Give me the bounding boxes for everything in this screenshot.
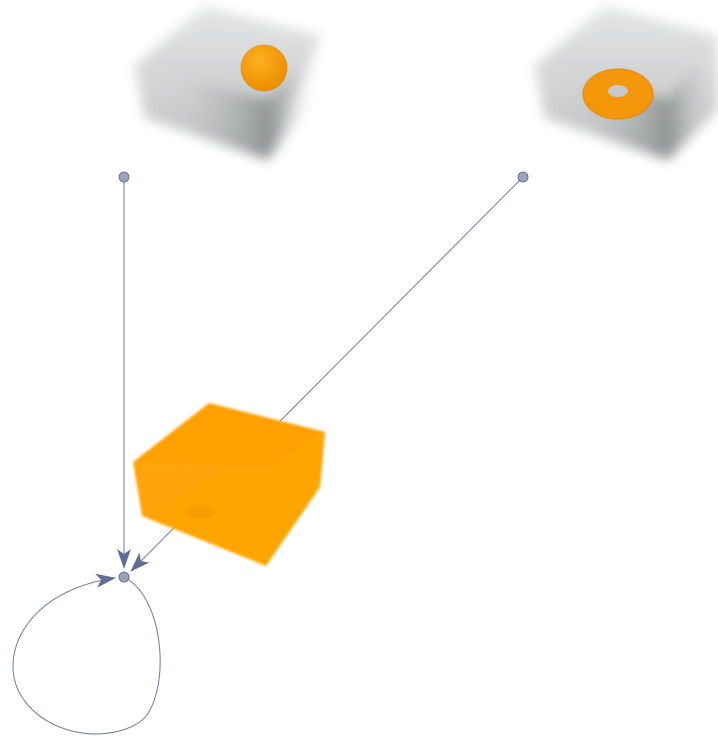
vertex-n2[interactable] — [517, 171, 529, 183]
edge-n3-self-loop[interactable] — [12, 573, 161, 735]
node-n2-image — [535, 6, 718, 160]
node-n3-image — [133, 403, 325, 566]
sphere-shape — [240, 44, 288, 92]
vertex-n3[interactable] — [118, 571, 130, 583]
node-n1-image — [135, 6, 322, 160]
torus-shape — [582, 68, 654, 120]
vertex-n1[interactable] — [118, 171, 130, 183]
vertices — [118, 171, 529, 583]
